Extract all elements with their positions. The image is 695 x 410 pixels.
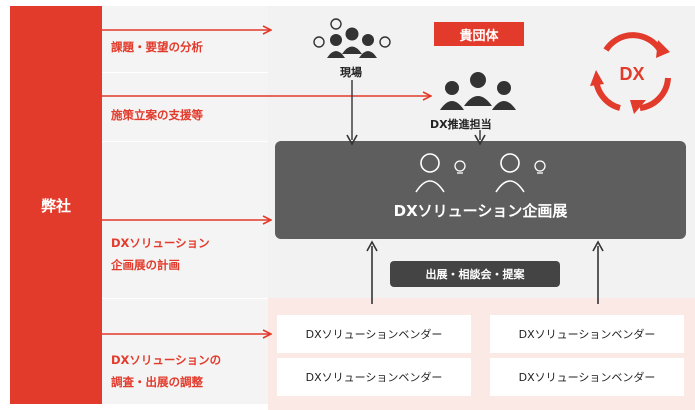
consultation-label-box: 出展・相談会・提案 bbox=[390, 261, 560, 287]
field-label: 現場 bbox=[340, 66, 362, 79]
vendor-box: DXソリューションベンダー bbox=[277, 315, 471, 353]
role-planning-support: 施策立案の支援等 bbox=[111, 108, 203, 122]
vendor-box: DXソリューションベンダー bbox=[490, 315, 684, 353]
dx-cycle-label: DX bbox=[619, 64, 644, 84]
field-staff-icon bbox=[313, 18, 391, 58]
dx-lead-icon bbox=[440, 72, 516, 110]
role-research-line2: 調査・出展の調整 bbox=[111, 375, 203, 389]
dx-cycle-arrowheads bbox=[590, 40, 670, 114]
divider bbox=[102, 141, 268, 142]
role-analysis: 課題・要望の分析 bbox=[111, 40, 203, 54]
divider bbox=[102, 72, 268, 73]
client-label: 貴団体 bbox=[434, 22, 524, 46]
company-column bbox=[10, 6, 102, 404]
lightbulb-icon bbox=[454, 160, 546, 174]
dx-lead-label: DX推進担当 bbox=[430, 118, 492, 131]
role-exhibition-line1: DXソリューション bbox=[111, 236, 210, 250]
solution-exhibition-box bbox=[275, 141, 686, 239]
vendor-box: DXソリューションベンダー bbox=[277, 358, 471, 396]
presenter-icon bbox=[415, 153, 525, 193]
solution-exhibition-title: DXソリューション企画展 bbox=[393, 202, 568, 220]
divider bbox=[102, 298, 268, 299]
role-exhibition-line2: 企画展の計画 bbox=[111, 258, 180, 272]
vendor-box: DXソリューションベンダー bbox=[490, 358, 684, 396]
role-research-line1: DXソリューションの bbox=[111, 353, 222, 367]
company-label: 弊社 bbox=[40, 196, 71, 215]
